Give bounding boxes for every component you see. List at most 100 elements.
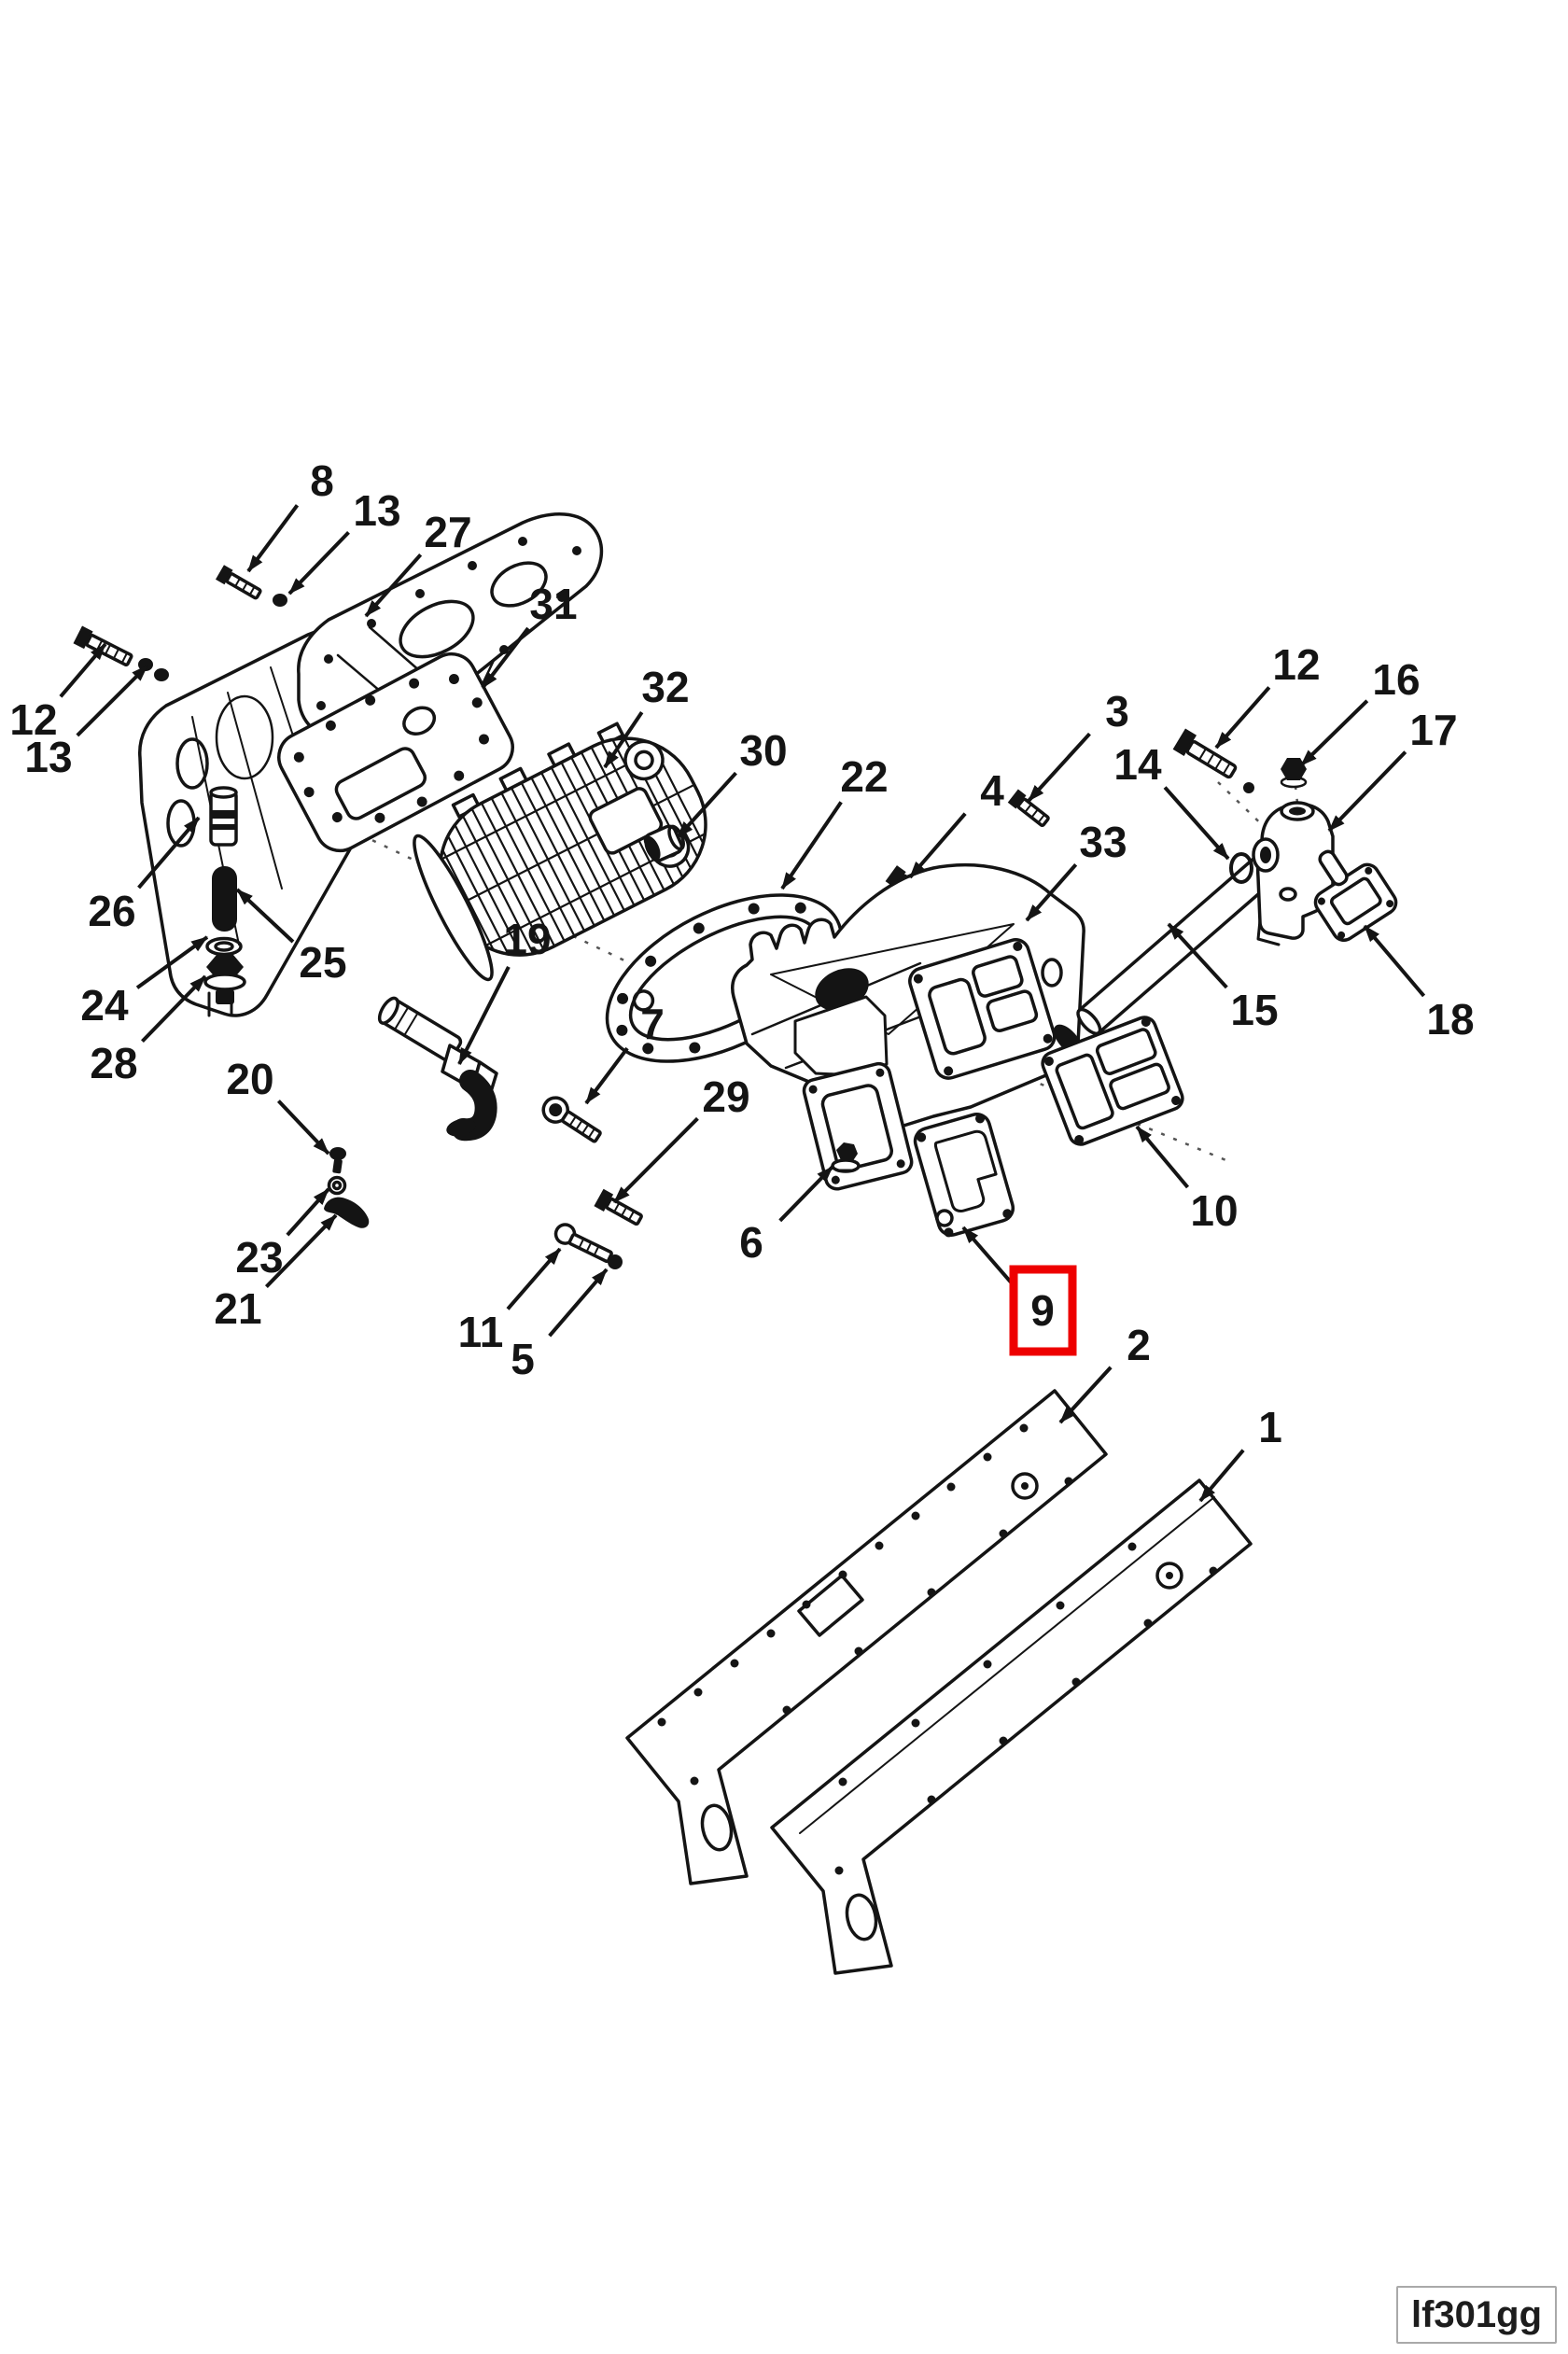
callout-18: 18 <box>1363 924 1475 1044</box>
part-bolt-7 <box>541 1096 602 1143</box>
callout-8: 8 <box>246 456 334 573</box>
callout-label: 6 <box>739 1218 763 1267</box>
callout-arrow <box>612 1116 699 1204</box>
callout-32: 32 <box>603 663 690 769</box>
callout-19: 19 <box>457 915 552 1065</box>
callout-25: 25 <box>235 888 347 987</box>
callout-arrow <box>137 816 201 890</box>
callout-30: 30 <box>676 726 788 839</box>
callout-label: 2 <box>1127 1321 1151 1369</box>
callout-arrow <box>235 888 295 944</box>
callout-label: 23 <box>235 1233 283 1282</box>
callout-arrow <box>59 642 107 698</box>
callout-label: 8 <box>310 456 334 505</box>
part-gasket-10 <box>1041 1016 1184 1146</box>
part-nut-6 <box>831 1142 861 1173</box>
callout-arrow <box>276 1100 330 1156</box>
part-bolt-29 <box>594 1188 643 1226</box>
callout-21: 21 <box>214 1213 338 1333</box>
part-fitting-17 <box>1252 801 1335 946</box>
callout-label: 7 <box>640 1000 665 1048</box>
callout-33: 33 <box>1025 818 1127 922</box>
callout-arrow <box>1027 732 1091 803</box>
callout-29: 29 <box>612 1072 750 1204</box>
callout-13: 13 <box>24 664 149 781</box>
callout-arrow <box>1058 1366 1113 1424</box>
callout-label: 15 <box>1230 986 1278 1034</box>
part-washer-12-right <box>1243 782 1254 793</box>
part-gasket-1 <box>770 1478 1253 1975</box>
callout-arrow <box>778 1165 834 1223</box>
callout-arrow <box>457 965 511 1065</box>
callout-arrow <box>1135 1125 1190 1189</box>
callout-arrow <box>603 711 644 769</box>
callout-label: 29 <box>702 1072 749 1121</box>
callout-12: 12 <box>9 642 107 744</box>
callout-label: 11 <box>458 1308 504 1356</box>
callout-arrow <box>1363 924 1426 998</box>
part-gasket-18 <box>1313 849 1398 943</box>
callout-label: 31 <box>529 580 577 628</box>
callout-label: 24 <box>80 981 129 1030</box>
callout-10: 10 <box>1135 1125 1239 1235</box>
part-oring-23 <box>327 1175 347 1196</box>
part-housing-33 <box>731 863 1085 1191</box>
callout-4: 4 <box>908 766 1004 879</box>
part-gasket-9 <box>913 1112 1015 1238</box>
callout-31: 31 <box>481 580 578 690</box>
part-washer-13-top <box>273 594 287 607</box>
callout-label: 5 <box>511 1335 535 1383</box>
callout-arrow <box>1214 686 1271 750</box>
callout-26: 26 <box>88 816 201 935</box>
callout-label: 13 <box>24 733 72 781</box>
callout-arrow <box>286 1187 330 1237</box>
callout-27: 27 <box>364 508 472 618</box>
callout-label: 13 <box>353 486 400 535</box>
callout-arrow <box>908 812 967 879</box>
callout-label: 12 <box>1272 640 1320 689</box>
callout-label: 18 <box>1426 995 1474 1044</box>
highlight-box <box>1009 1265 1077 1356</box>
callout-arrow <box>141 974 207 1043</box>
part-clip-21 <box>324 1197 370 1228</box>
callout-16: 16 <box>1299 655 1421 767</box>
callout-6: 6 <box>739 1165 834 1267</box>
callout-arrow <box>548 1268 609 1338</box>
callout-24: 24 <box>80 935 209 1030</box>
part-spring-25 <box>212 866 237 932</box>
callout-arrow <box>135 935 209 989</box>
callout-arrow <box>264 1213 338 1288</box>
callout-label: 1 <box>1258 1403 1282 1451</box>
callout-arrow <box>584 1046 629 1105</box>
callout-label: 26 <box>88 887 135 935</box>
part-bolt-12-right <box>1172 728 1238 779</box>
callout-13: 13 <box>287 486 401 596</box>
callout-label: 28 <box>90 1039 137 1087</box>
callout-label: 9 <box>1030 1286 1055 1335</box>
part-oring-14 <box>1229 852 1253 884</box>
callout-label: 32 <box>641 663 689 711</box>
callout-arrow <box>76 664 149 737</box>
callout-28: 28 <box>90 974 207 1087</box>
callout-arrow <box>1163 786 1230 861</box>
callout-1: 1 <box>1198 1403 1282 1503</box>
part-nut-16 <box>1280 758 1308 789</box>
callout-3: 3 <box>1027 687 1129 803</box>
callout-12: 12 <box>1214 640 1321 750</box>
callout-arrow <box>1025 863 1078 922</box>
callout-22: 22 <box>780 752 889 890</box>
callout-label: 14 <box>1113 740 1162 789</box>
callout-arrow <box>1198 1449 1245 1503</box>
callout-arrow <box>1327 750 1407 833</box>
part-gasket-2 <box>625 1389 1108 1885</box>
callout-2: 2 <box>1058 1321 1151 1424</box>
part-plunger-26 <box>209 786 238 847</box>
part-elbow-19 <box>377 996 498 1142</box>
callout-17: 17 <box>1327 706 1458 833</box>
callout-label: 10 <box>1190 1186 1238 1235</box>
callout-label: 19 <box>503 915 551 963</box>
callout-label: 4 <box>980 766 1004 815</box>
callout-label: 22 <box>840 752 888 801</box>
